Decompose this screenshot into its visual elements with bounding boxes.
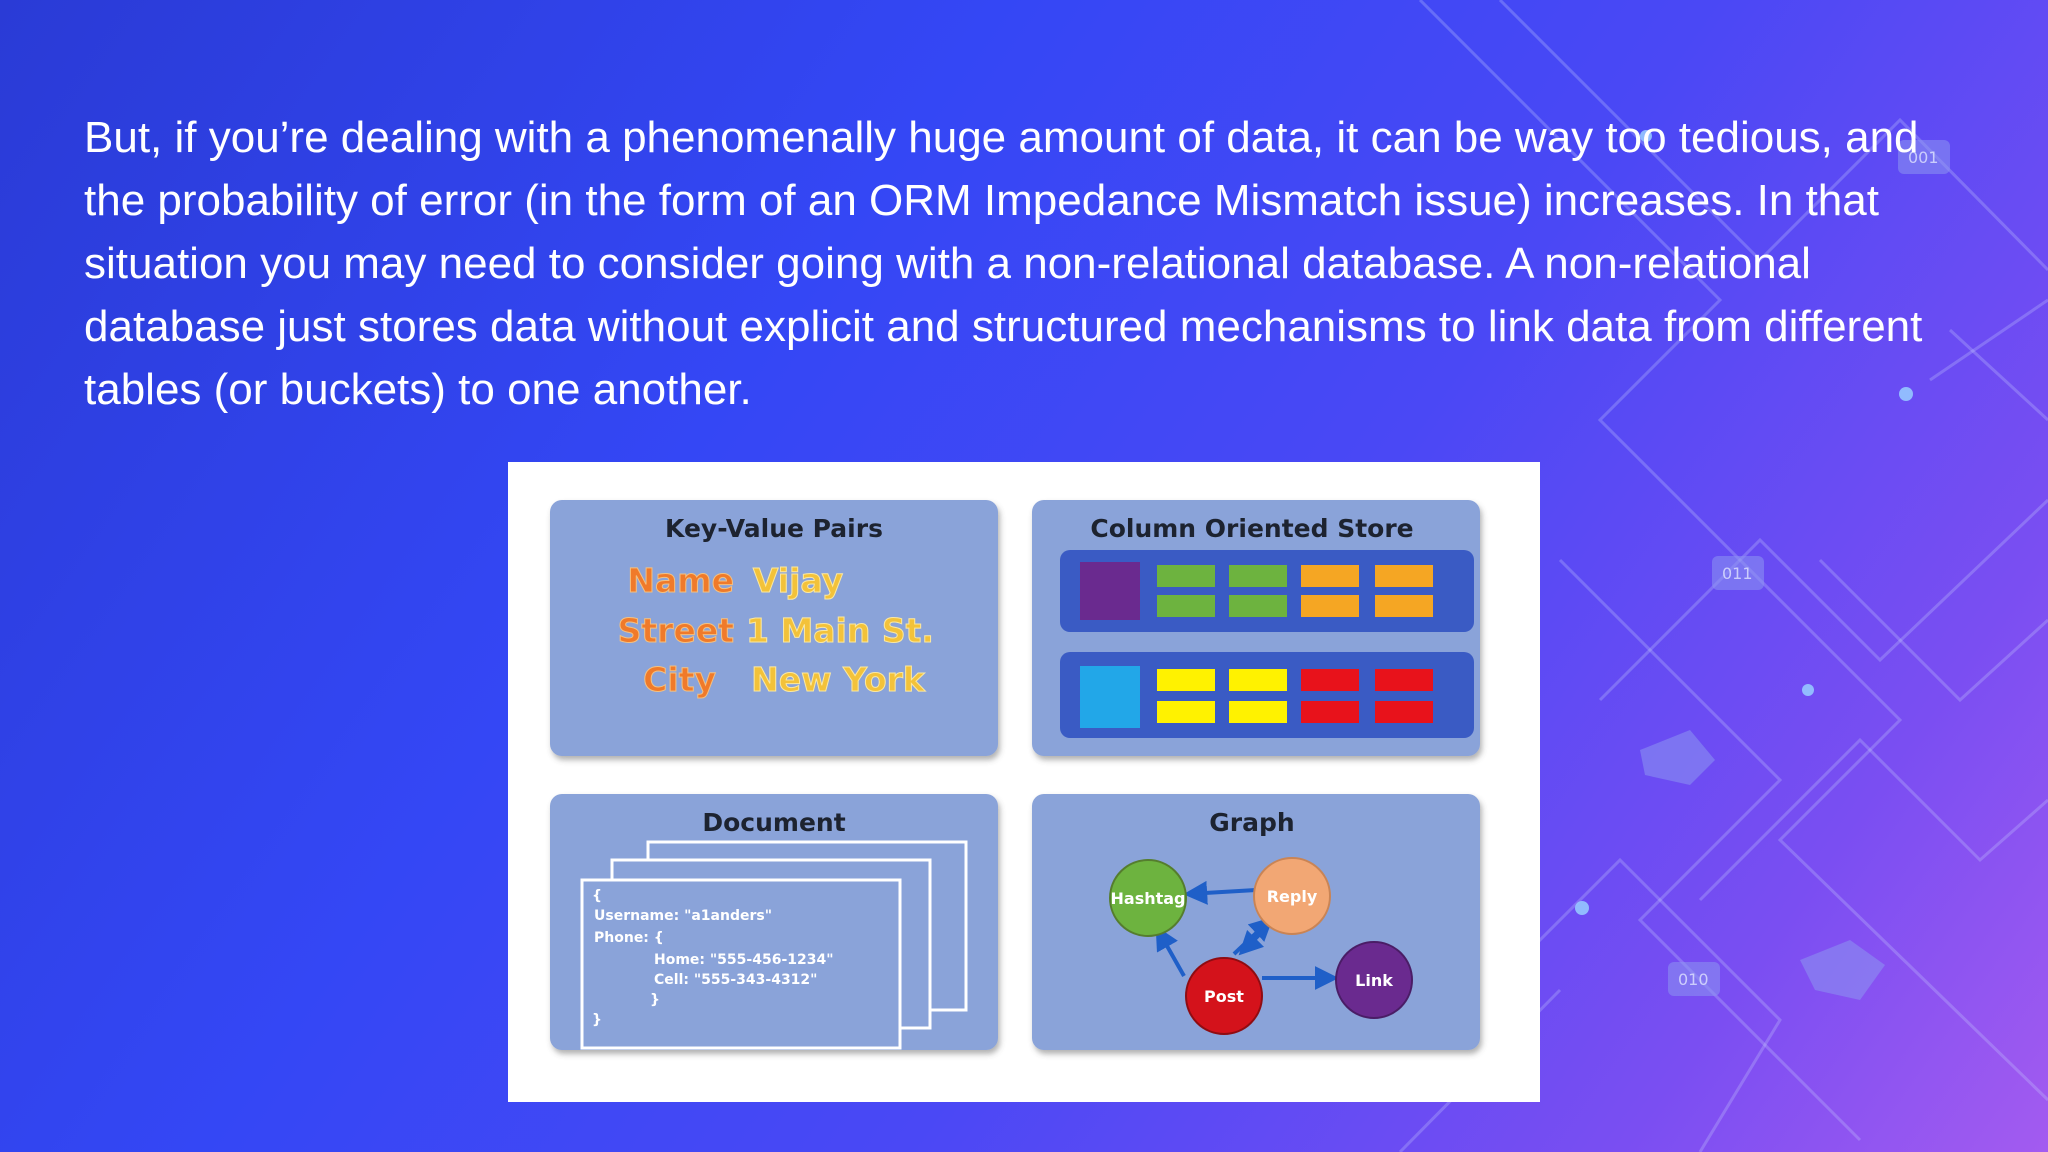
- graph-node-link: [1335, 941, 1413, 1019]
- doc-line: }: [592, 1012, 602, 1028]
- graph-title: Graph: [1209, 808, 1294, 837]
- slide-paragraph: But, if you’re dealing with a phenomenal…: [84, 113, 1923, 414]
- column-store-panel: Column Oriented Store: [1032, 500, 1480, 756]
- key-value-title: Key-Value Pairs: [665, 514, 883, 543]
- graph-node-post-label: Post: [1204, 987, 1244, 1006]
- binary-tag: 010: [1678, 970, 1709, 989]
- key-value-panel: Key-Value Pairs Name Vijay Street 1 Main…: [550, 500, 998, 756]
- binary-tag: 011: [1722, 564, 1753, 583]
- column-store-title: Column Oriented Store: [1090, 514, 1413, 543]
- kv-value-name: Vijay: [753, 561, 843, 600]
- document-panel: Document { Username: "a1anders" Phone: {…: [550, 794, 998, 1050]
- doc-line: Cell: "555-343-4312": [654, 972, 817, 988]
- kv-value-city: New York: [751, 660, 926, 699]
- graph-panel: Graph Hashtag Reply Post Link: [1032, 794, 1480, 1050]
- graph-node-reply: [1253, 857, 1331, 935]
- kv-key-street: Street: [618, 611, 735, 650]
- nosql-types-diagram: Key-Value Pairs Name Vijay Street 1 Main…: [550, 500, 1480, 1050]
- doc-line: Home: "555-456-1234": [654, 952, 834, 968]
- kv-key-name: Name: [627, 561, 734, 600]
- doc-line: Username: "a1anders": [594, 908, 772, 924]
- graph-node-reply-label: Reply: [1267, 887, 1318, 906]
- doc-line: }: [650, 992, 660, 1008]
- doc-line: Phone: {: [594, 930, 664, 946]
- kv-value-street: 1 Main St.: [746, 611, 934, 650]
- doc-line: {: [592, 888, 602, 904]
- binary-tag: 001: [1908, 148, 1939, 167]
- graph-node-hashtag-label: Hashtag: [1111, 889, 1186, 908]
- nosql-types-figure: Key-Value Pairs Name Vijay Street 1 Main…: [508, 462, 1540, 1102]
- document-title: Document: [702, 808, 845, 837]
- kv-key-city: City: [643, 660, 716, 699]
- graph-node-post: [1185, 957, 1263, 1035]
- graph-node-link-label: Link: [1355, 971, 1393, 990]
- graph-node-hashtag: [1109, 859, 1187, 937]
